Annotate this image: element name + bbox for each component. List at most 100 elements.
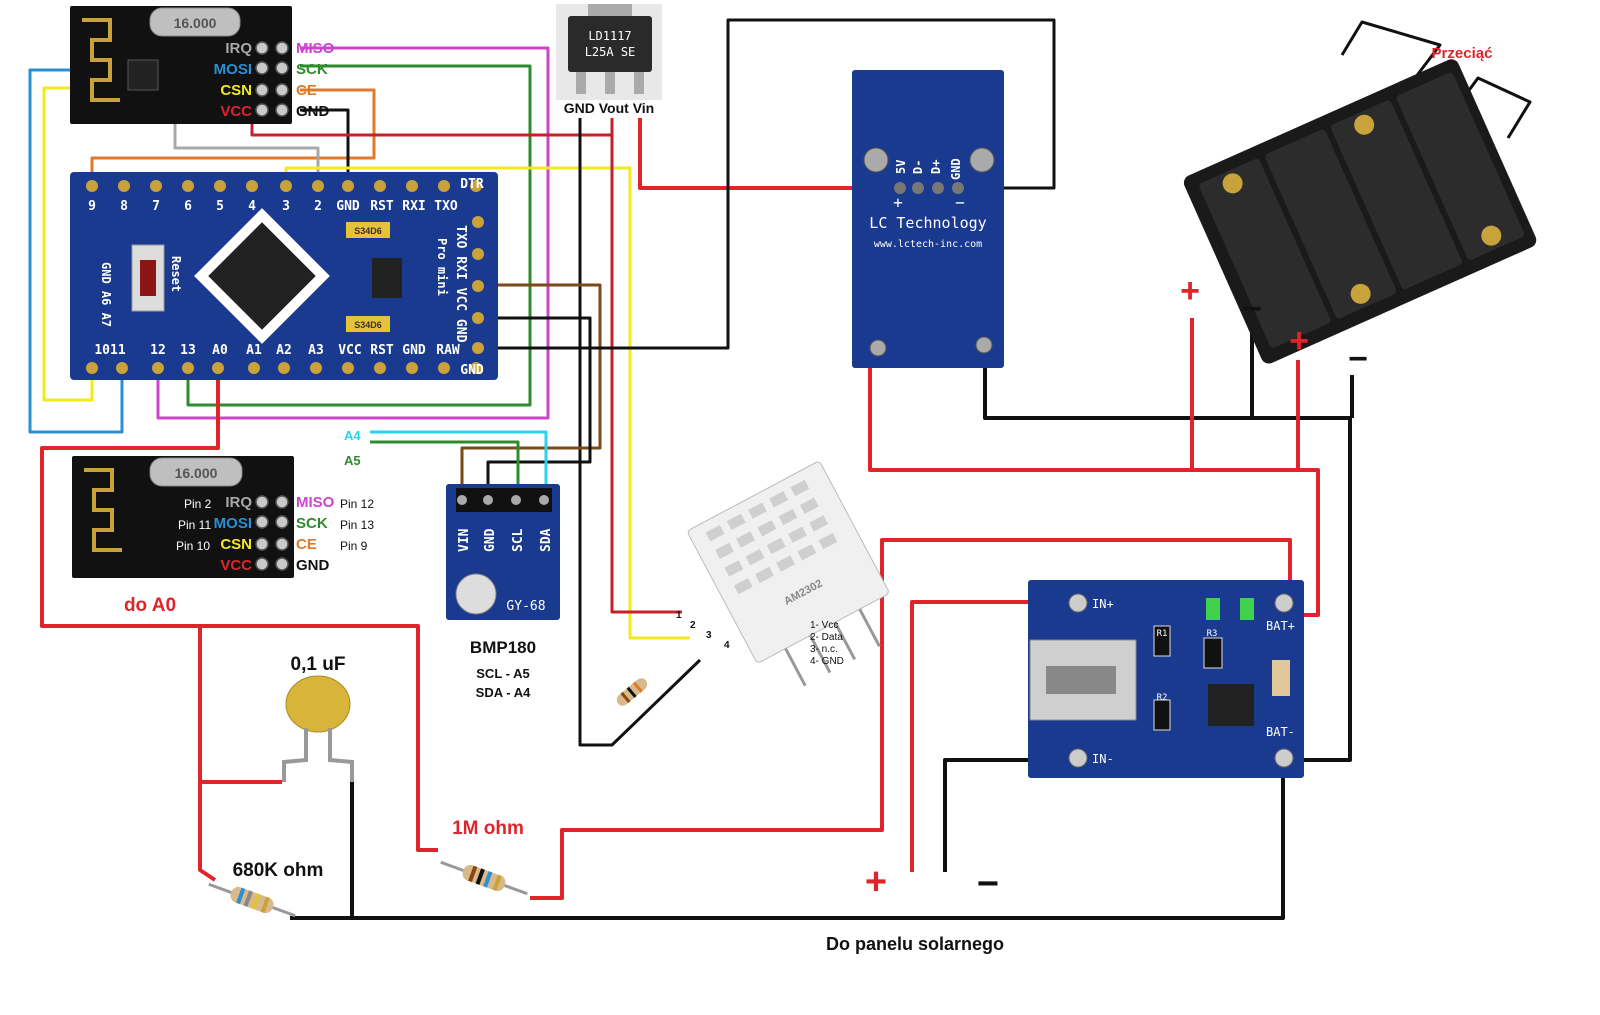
bmp-board-label: GY-68 [506,599,545,614]
pin-9: 9 [88,199,96,214]
left-side-labels: GND A6 A7 [99,262,113,327]
wire-680k-top [198,782,217,882]
wire-miso [156,46,550,420]
crystal [149,7,241,37]
regulator-marking-1: LD1117 [588,29,631,43]
wire-a4 [370,430,548,484]
wire-1m-right [530,538,1292,900]
top-header [86,180,482,192]
bmp180-title: BMP180 [470,638,536,657]
wire-usb-plus [868,355,1320,617]
wire-solar-minus [943,758,1058,872]
tp4056-charger: IN+ IN- BAT+ BAT- R1 R2 R3 [1028,580,1304,778]
bmp-pin-scl: SCL [511,528,526,552]
wire-a0 [40,373,438,852]
resistor-1m [440,860,528,896]
bmp180-module: VIN GND SCL SDA GY-68 BMP180 SCL - A5 SD… [446,484,560,700]
pullup-resistor [616,678,648,706]
pin-rst-bottom: RST [370,343,394,358]
wire-ce [90,88,376,183]
pin-sck-b: SCK [296,515,328,532]
pin-gnd-b: GND [296,557,330,574]
solar-minus: − [977,863,999,905]
dht-pin-4: 4 [724,640,730,651]
battery-plus-1: + [1180,272,1200,310]
regulator-marking-2: L25A SE [585,45,636,59]
wire-ard-gnd [486,316,592,484]
pin-rst-top: RST [370,199,394,214]
ard-pin-9: Pin 9 [340,539,368,553]
ard-pin-13: Pin 13 [340,518,374,532]
usb-url: www.lctech-inc.com [874,239,982,250]
pin-txo: TXO [434,199,458,214]
tant-cap-1 [346,222,390,238]
pin-13: 13 [180,343,196,358]
bmp-pin-sda: SDA [539,528,554,552]
bmp-pin-vin: VIN [457,528,472,552]
pin-ce: CE [296,82,317,99]
pin-sck: SCK [296,61,328,78]
pin-10-11: 1011 [94,343,125,358]
bmp180-scl: SCL - A5 [476,666,529,681]
charger-bat-minus: BAT- [1266,725,1295,739]
charger-in-plus: IN+ [1092,597,1114,611]
pin-3: 3 [282,199,290,214]
bottom-header [86,362,482,374]
pin-7: 7 [152,199,160,214]
pin-irq-b: IRQ [225,494,252,511]
crystal-label: 16.000 [174,15,217,31]
r1m-label: 1M ohm [452,818,524,839]
pin-header [255,41,289,117]
dht-legend-1: 1- Vcc [810,620,838,631]
nrf-chip [127,59,159,91]
pin-gnd-corner: GND [460,363,484,378]
resistor-680k [208,882,296,918]
right-header [472,216,484,354]
sensor-chip [455,573,497,615]
dht-legend-4: 4- GND [810,656,844,667]
pin-a3: A3 [308,343,324,358]
pin-raw: RAW [436,343,460,358]
led-green [1206,598,1220,620]
antenna-trace-icon [84,468,122,552]
dht-pin-1: 1 [676,610,682,621]
pin-a2: A2 [276,343,292,358]
model-label: Pro mini [435,238,449,296]
pin-vcc-b: VCC [220,557,252,574]
pin-gnd: GND [296,103,330,120]
dht-grille [705,479,838,595]
pin-miso-b: MISO [296,494,335,511]
tant-cap-2 [346,316,390,332]
antenna-trace-icon [82,18,120,102]
pin-miso: MISO [296,40,335,57]
tant-cap-2-label: S34D6 [354,320,382,330]
pin-12: 12 [150,343,166,358]
do-a0-label: do A0 [124,595,176,616]
top-pin-labels: 9 8 7 6 5 4 3 2 GND RST RXI TXO DTR [88,177,484,214]
pin-gnd-top: GND [336,199,360,214]
wire-sck [186,64,532,407]
wire-ard-raw [495,18,1056,350]
regulator-chip [372,258,402,298]
pin-dtr: DTR [460,177,484,192]
tp4056-chip [1208,684,1254,726]
dht22-sensor: AM2302 1 2 3 4 1- Vcc 2- Data 3- n.c. 4-… [616,461,889,706]
pin-csn-b: CSN [220,536,252,553]
pin-6: 6 [184,199,192,214]
wire-gnd-bottom [290,770,1285,920]
bmp-pin-gnd: GND [483,528,498,552]
solar-plus: + [865,861,887,903]
usb-brand: LC Technology [869,214,986,232]
right-side-labels: TXO RXI VCC GND [453,225,468,343]
r680-label: 680K ohm [233,860,324,881]
pin-irq: IRQ [225,40,252,57]
dht-pin-2: 2 [690,620,696,631]
pin-4: 4 [248,199,256,214]
pin-2: 2 [314,199,322,214]
r1-label: R1 [1157,629,1168,639]
wire-cap-top [198,626,282,784]
a4-label: A4 [344,428,361,443]
ard-pin-12: Pin 12 [340,497,374,511]
pin-8: 8 [120,199,128,214]
